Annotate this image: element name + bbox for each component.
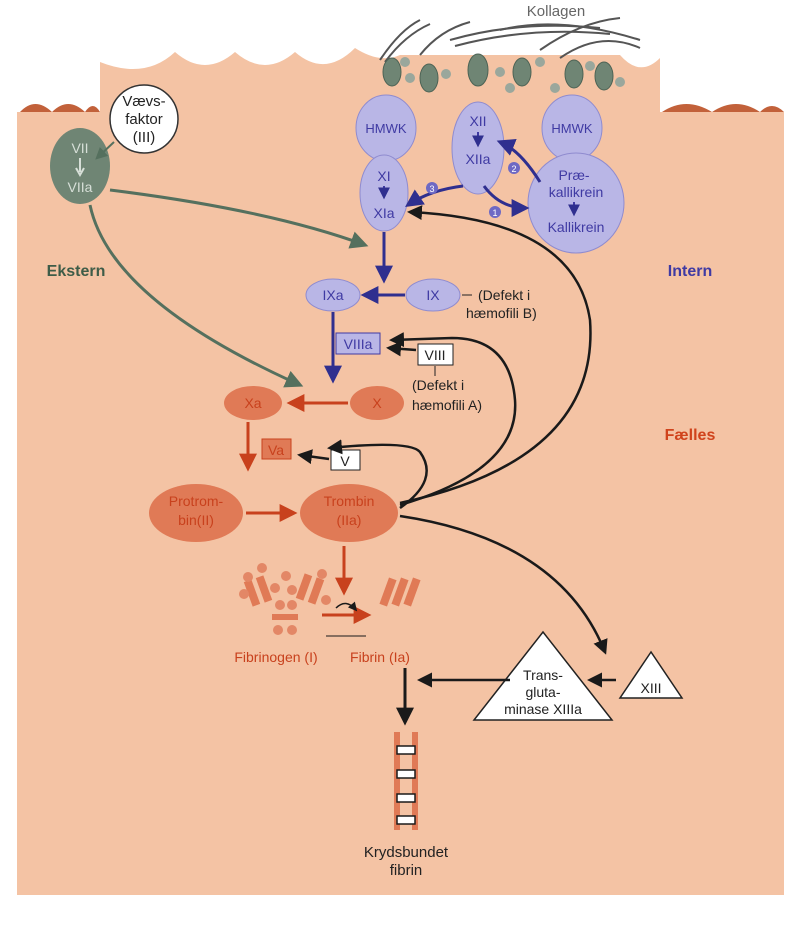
- prekallikrein-label-1: Præ-: [558, 167, 589, 183]
- factor-viiia-box: [335, 332, 381, 355]
- v-label: V: [340, 453, 350, 469]
- tf-to-vii-arrow: [95, 141, 115, 160]
- fibrin-label: Fibrin (Ia): [350, 649, 410, 665]
- defect-b-label-1: (Defekt i: [478, 287, 530, 303]
- prothrombin-label-1: Protrom-: [169, 493, 224, 509]
- xiia-label: XIIa: [466, 151, 491, 167]
- factor-ixa-node: [305, 278, 361, 312]
- xiia-to-kallikrein-arrow: [482, 185, 530, 217]
- viia-to-xia-arrow: [109, 188, 369, 249]
- transglutaminase-label-3: minase XIIIa: [504, 701, 582, 717]
- factor-v-box: [330, 449, 361, 471]
- xa-label: Xa: [244, 395, 261, 411]
- defect-a-label-2: hæmofili A): [412, 397, 482, 413]
- fibrinogen-label: Fibrinogen (I): [234, 649, 317, 665]
- collagen-label: Kollagen: [527, 3, 585, 20]
- vii-label: VII: [71, 140, 88, 156]
- step-1-badge: [489, 206, 501, 218]
- transglutaminase-label-2: gluta-: [525, 684, 560, 700]
- factor-x-node: [350, 386, 404, 420]
- factor-viii-box: [417, 343, 454, 366]
- tissue-factor-node: [109, 84, 179, 154]
- transglutaminase-triangle: [472, 630, 614, 721]
- xiii-label: XIII: [640, 680, 661, 696]
- xii-label: XII: [469, 113, 486, 129]
- extrinsic-label: Ekstern: [47, 263, 106, 280]
- collagen-receptors: [382, 53, 614, 93]
- prothrombin-label-2: bin(II): [178, 512, 214, 528]
- negative-charges: [400, 57, 625, 93]
- ix-label: IX: [426, 287, 440, 303]
- x-label: X: [372, 395, 382, 411]
- thrombin-to-xiii-arrow: [399, 514, 608, 655]
- v-to-va-arrow: [297, 449, 330, 465]
- viia-label: VIIa: [68, 179, 93, 195]
- xi-label: XI: [377, 168, 390, 184]
- thrombin-to-xia-arrow: [399, 205, 592, 505]
- defect-a-label-1: (Defekt i: [412, 377, 464, 393]
- prekallikrein-label-2: kallikrein: [549, 184, 603, 200]
- fibrinogen-glyph: [239, 563, 331, 635]
- svg-text:2: 2: [511, 164, 516, 174]
- xia-label: XIa: [373, 205, 394, 221]
- thrombin-label-2: (IIa): [337, 512, 362, 528]
- svg-text:3: 3: [429, 184, 434, 194]
- prothrombin-node: [149, 484, 243, 542]
- fibrin-glyph: [322, 577, 421, 637]
- common-label: Fælles: [665, 427, 716, 444]
- tissue-factor-label-2: faktor: [125, 111, 163, 128]
- thrombin-label-1: Trombin: [324, 493, 375, 509]
- factor-va-box: [261, 438, 292, 460]
- defect-b-label-2: hæmofili B): [466, 305, 537, 321]
- thrombin-to-va-arrow: [327, 439, 428, 510]
- tissue-factor-label-3: (III): [133, 129, 156, 146]
- kallikrein-to-xiia-arrow: [496, 139, 542, 183]
- step-3-badge: [426, 182, 438, 194]
- thrombin-node: [300, 484, 398, 542]
- factor-xiii-triangle: [618, 650, 684, 699]
- thrombin-to-viiia-arrow: [389, 332, 517, 507]
- intrinsic-label: Intern: [668, 263, 712, 280]
- viii-to-viiia-arrow: [386, 341, 417, 357]
- crosslinked-label-2: fibrin: [390, 862, 423, 879]
- factor-xa-node: [224, 386, 282, 420]
- endothelial-cells-left: [20, 104, 100, 112]
- svg-text:1: 1: [492, 208, 497, 218]
- va-label: Va: [268, 442, 284, 458]
- hmwk-left-label: HMWK: [365, 121, 406, 136]
- factor-ix-node: [405, 278, 461, 312]
- transglutaminase-label-1: Trans-: [523, 667, 563, 683]
- crosslinked-label-1: Krydsbundet: [364, 844, 449, 861]
- hmwk-right-label: HMWK: [551, 121, 592, 136]
- step-2-badge: [508, 162, 520, 174]
- kallikrein-label: Kallikrein: [548, 219, 605, 235]
- endothelial-cells-right: [662, 104, 784, 112]
- collagen-fibers: [379, 17, 641, 63]
- tissue-factor-label-1: Vævs-: [122, 93, 165, 110]
- crosslinked-fibrin-glyph: [394, 732, 418, 830]
- ixa-label: IXa: [322, 287, 343, 303]
- viia-to-xa-arrow: [88, 204, 304, 388]
- viiia-label: VIIIa: [344, 336, 373, 352]
- viii-label: VIII: [424, 347, 445, 363]
